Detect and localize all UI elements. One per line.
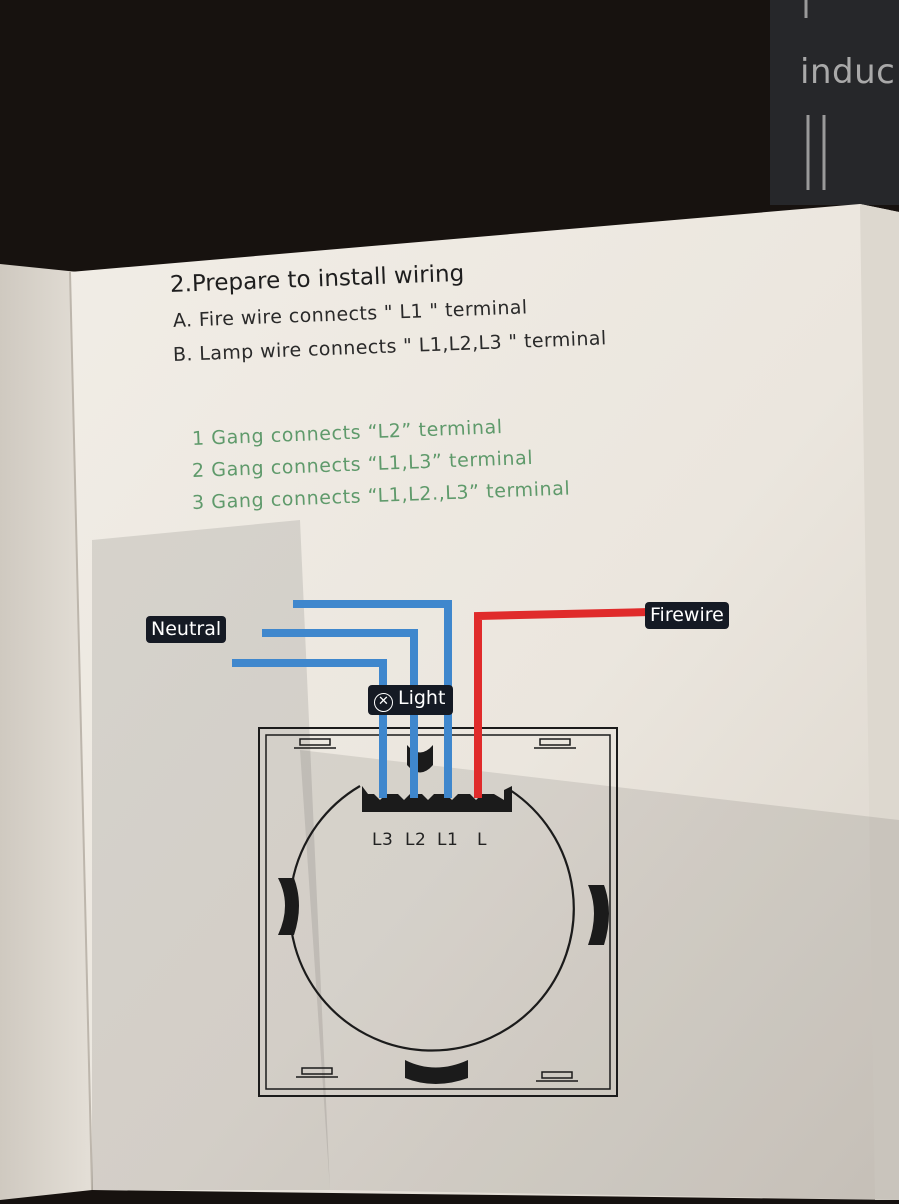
right-mount-slot <box>588 885 609 945</box>
light-label-text: Light <box>398 687 446 709</box>
shadow-bottom <box>300 750 899 1200</box>
light-label-badge: ✕ Light <box>368 685 454 715</box>
background-device-text: induc <box>800 52 896 92</box>
neutral-label: Neutral <box>146 616 227 643</box>
terminal-label-l: L <box>477 830 487 850</box>
terminal-block <box>362 786 512 812</box>
switch-body-circle <box>288 785 575 1052</box>
terminal-label-l3: L3 <box>372 830 394 850</box>
bottom-right-clip <box>536 1071 578 1082</box>
left-mount-slot <box>278 878 299 935</box>
circled-x-lamp-icon: ✕ <box>374 693 393 712</box>
firewire-label: Firewire <box>645 602 729 629</box>
top-right-clip <box>534 738 576 749</box>
shadow-left <box>92 520 330 1190</box>
paper-crease <box>69 271 93 1191</box>
top-left-clip <box>294 738 336 749</box>
bottom-mount-slot <box>405 1060 468 1084</box>
neutral-wire-to-l1 <box>293 600 452 798</box>
background-device <box>770 0 899 205</box>
neutral-wire-to-l2 <box>262 629 418 798</box>
plate-inner-outline <box>265 734 611 1090</box>
instruction-paper <box>70 204 899 1200</box>
terminal-label-l1: L1 <box>437 830 459 850</box>
bottom-left-clip <box>296 1067 338 1078</box>
right-paper-fold <box>860 204 899 1200</box>
fire-wire-to-l <box>474 608 651 798</box>
left-paper-panel <box>0 264 92 1200</box>
terminal-label-l2: L2 <box>405 830 427 850</box>
plate-outer-outline <box>258 727 618 1097</box>
neutral-wire-to-l3 <box>232 659 387 798</box>
